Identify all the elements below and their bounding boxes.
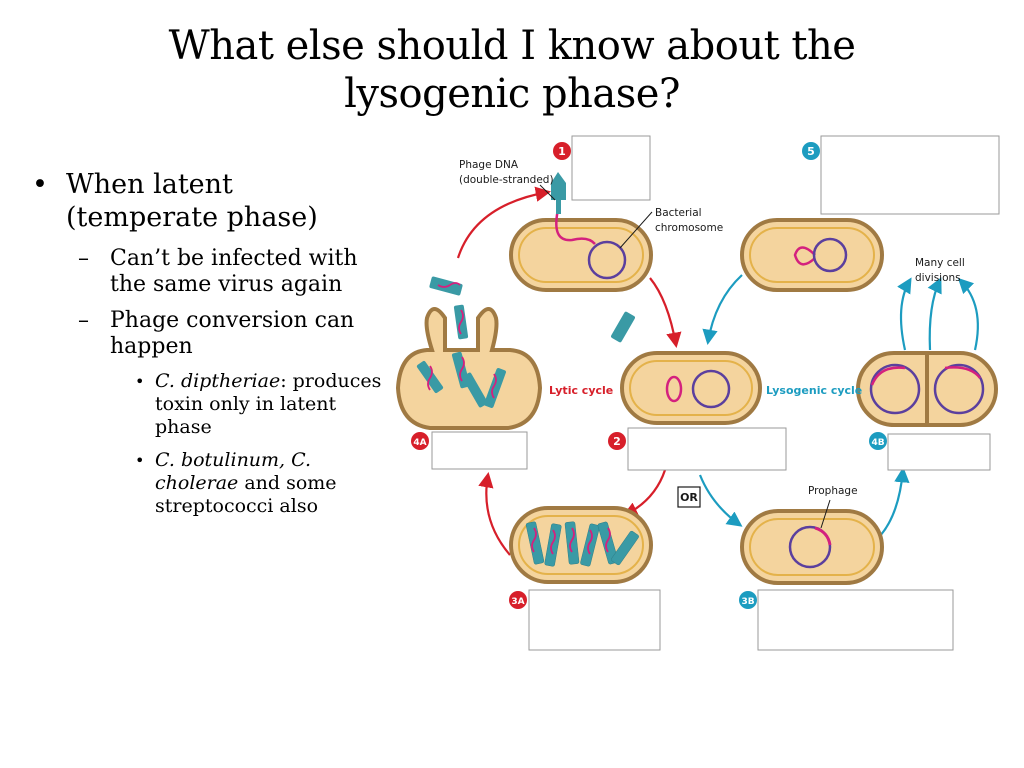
or-label: OR	[680, 491, 698, 504]
bullet-list: • When latent (temperate phase) – Can’t …	[30, 168, 390, 528]
step-badge-5: 5	[802, 142, 820, 160]
bullet-text: : produces toxin only in latent phase	[155, 370, 382, 438]
title-line-2: lysogenic phase?	[344, 71, 680, 117]
svg-text:4A: 4A	[413, 438, 426, 448]
step-badge-3b: 3B	[739, 591, 757, 609]
step-badge-3a: 3A	[509, 591, 527, 609]
step-badge-4b: 4B	[869, 432, 887, 450]
bullet-text: Can’t be infected with the same virus ag…	[110, 246, 358, 297]
svg-text:3A: 3A	[511, 597, 524, 607]
cell-5	[740, 218, 884, 292]
cell-2	[620, 351, 762, 425]
bullet-diptheriae: • C. diptheriae: produces toxin only in …	[30, 370, 390, 439]
bullet-when-latent: • When latent (temperate phase)	[30, 168, 390, 234]
cell-1	[509, 172, 653, 292]
lysogenic-cycle-label: Lysogenic cycle	[766, 384, 862, 397]
svg-text:4B: 4B	[871, 438, 884, 448]
cell-4b	[856, 351, 998, 427]
cell-3b	[740, 499, 884, 585]
bullet-botulinum: • C. botulinum, C. cholerae and some str…	[30, 449, 390, 518]
svg-text:5: 5	[807, 145, 815, 158]
prophage-label: Prophage	[808, 485, 858, 497]
bullet-cant-be-infected: – Can’t be infected with the same virus …	[30, 246, 390, 298]
bacterial-chromosome-label: Bacterial	[655, 207, 702, 219]
bullet-dot-icon: •	[32, 169, 48, 200]
svg-text:2: 2	[613, 435, 621, 448]
bacterial-chromosome-sublabel: chromosome	[655, 222, 723, 234]
lytic-cycle-label: Lytic cycle	[549, 384, 613, 397]
bullet-dot-icon: •	[135, 372, 145, 391]
blank-boxes	[431, 135, 1000, 651]
bullet-phage-conversion: – Phage conversion can happen	[30, 308, 390, 360]
step-badge-4a: 4A	[411, 432, 429, 450]
phage-dna-label: Phage DNA	[459, 159, 519, 171]
step-badge-2: 2	[608, 432, 626, 450]
bullet-dot-icon: •	[135, 451, 145, 470]
title-line-1: What else should I know about the	[168, 23, 856, 69]
slide-title: What else should I know about the lysoge…	[0, 22, 1024, 118]
bullet-dash-icon: –	[78, 308, 89, 333]
species-name: C. diptheriae	[155, 370, 281, 392]
species-name: C. botulinum, C. cholerae	[155, 449, 312, 494]
bullet-dash-icon: –	[78, 246, 89, 271]
bullet-text: When latent (temperate phase)	[66, 169, 318, 233]
svg-text:3B: 3B	[741, 597, 754, 607]
step-badge-1: 1	[553, 142, 571, 160]
svg-text:1: 1	[558, 145, 566, 158]
many-divisions-sublabel: divisions	[915, 272, 961, 284]
bullet-text: and some streptococci also	[155, 472, 337, 517]
phage-icon	[551, 172, 566, 200]
cell-3a	[509, 506, 653, 584]
cell-4a	[395, 276, 635, 430]
phage-dna-sublabel: (double-stranded)	[459, 174, 554, 186]
bullet-text: Phage conversion can happen	[110, 308, 355, 359]
many-divisions-label: Many cell	[915, 257, 965, 269]
